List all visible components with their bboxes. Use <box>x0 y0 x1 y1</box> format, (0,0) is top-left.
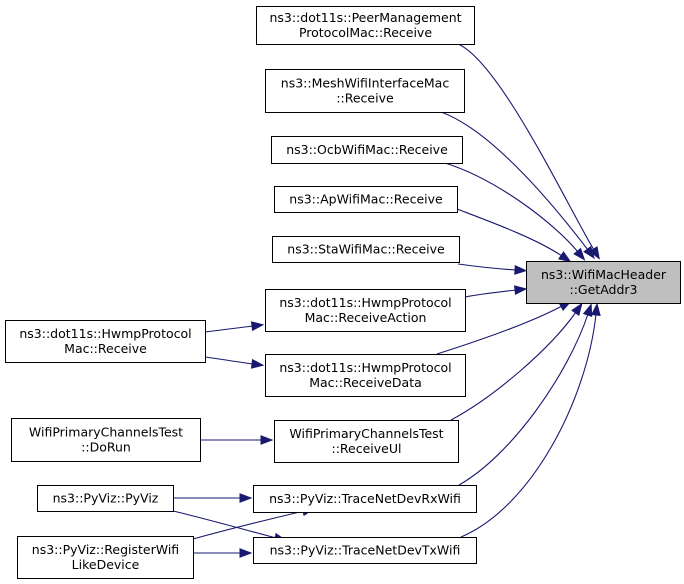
node-box <box>37 485 174 512</box>
arrowhead-hwmp-receive-to-hwmp-receive-action <box>250 321 265 332</box>
node-primary-dorun[interactable]: WifiPrimaryChannelsTest::DoRun <box>11 418 201 462</box>
edge-trace-rx-to-getaddr3 <box>458 313 589 486</box>
node-label-line: ns3::WifiMacHeader <box>541 267 667 282</box>
node-label-line: WifiPrimaryChannelsTest <box>29 425 183 440</box>
node-label-line: ns3::dot11s::HwmpProtocol <box>19 326 191 341</box>
node-label-line: ns3::MeshWifiInterfaceMac <box>281 76 450 91</box>
node-label-line: ns3::dot11s::HwmpProtocol <box>279 360 451 375</box>
node-label-line: ns3::PyViz::RegisterWifi <box>32 542 179 557</box>
node-primary-receive-ul[interactable]: WifiPrimaryChannelsTest::ReceiveUl <box>274 420 459 463</box>
node-box <box>271 136 463 164</box>
node-box <box>256 6 475 45</box>
arrowhead-hwmp-receive-to-hwmp-receive-data <box>250 358 265 369</box>
node-box <box>5 320 206 363</box>
node-label-line: LikeDevice <box>72 557 140 572</box>
node-box <box>526 261 681 304</box>
node-box <box>274 186 458 213</box>
node-box <box>265 354 466 397</box>
node-hwmp-receive-action[interactable]: ns3::dot11s::HwmpProtocolMac::ReceiveAct… <box>265 289 466 332</box>
node-hwmp-receive-data[interactable]: ns3::dot11s::HwmpProtocolMac::ReceiveDat… <box>265 354 466 397</box>
edge-mesh-wifi-receive-to-getaddr3 <box>440 111 589 251</box>
node-mesh-wifi-receive[interactable]: ns3::MeshWifiInterfaceMac::Receive <box>265 69 465 113</box>
edge-hwmp-receive-action-to-getaddr3 <box>464 289 517 298</box>
edge-sta-receive-to-getaddr3 <box>457 263 517 271</box>
edge-ap-receive-to-getaddr3 <box>456 208 563 257</box>
arrowhead-sta-receive-to-getaddr3 <box>514 264 528 275</box>
arrowhead-ocb-receive-to-getaddr3 <box>573 247 586 261</box>
node-label-line: Mac::Receive <box>64 341 147 356</box>
node-box <box>17 536 194 579</box>
edge-primary-receive-ul-to-getaddr3 <box>450 311 577 421</box>
node-ocb-receive[interactable]: ns3::OcbWifiMac::Receive <box>271 136 463 164</box>
arrowhead-mesh-wifi-receive-to-getaddr3 <box>583 245 595 260</box>
nodes-layer: ns3::WifiMacHeader::GetAddr3ns3::dot11s:… <box>5 6 681 579</box>
arrowhead-trace-tx-to-getaddr3 <box>590 302 601 317</box>
arrowhead-primary-receive-ul-to-getaddr3 <box>571 302 583 317</box>
node-label-line: ns3::OcbWifiMac::Receive <box>286 142 448 157</box>
node-sta-receive[interactable]: ns3::StaWifiMac::Receive <box>272 236 460 263</box>
node-label-line: Mac::ReceiveAction <box>305 310 427 325</box>
edge-hwmp-receive-to-hwmp-receive-data <box>204 356 254 365</box>
node-label-line: ::Receive <box>336 91 394 106</box>
node-label-line: ::DoRun <box>81 440 131 455</box>
node-peer-mgmt-receive[interactable]: ns3::dot11s::PeerManagementProtocolMac::… <box>256 6 475 45</box>
node-label-line: WifiPrimaryChannelsTest <box>289 426 443 441</box>
arrowhead-hwmp-receive-action-to-getaddr3 <box>513 285 528 296</box>
arrowhead-pyviz-to-trace-rx <box>239 493 253 503</box>
node-label-line: ProtocolMac::Receive <box>299 25 432 40</box>
edge-register-wifi-to-trace-rx <box>192 510 305 540</box>
edge-ocb-receive-to-getaddr3 <box>444 162 579 253</box>
node-label-line: ns3::PyViz::TraceNetDevTxWifi <box>270 543 461 558</box>
node-box <box>265 69 465 113</box>
edge-pyviz-to-trace-tx <box>172 510 277 539</box>
edge-trace-tx-to-getaddr3 <box>460 313 597 538</box>
node-box <box>265 289 466 332</box>
arrowhead-peer-mgmt-receive-to-getaddr3 <box>589 246 600 260</box>
node-box <box>11 418 201 462</box>
arrowhead-trace-rx-to-getaddr3 <box>582 303 593 317</box>
arrowhead-ap-receive-to-getaddr3 <box>558 251 572 263</box>
node-label-line: ns3::dot11s::HwmpProtocol <box>279 295 451 310</box>
node-label-line: ::ReceiveUl <box>332 441 402 456</box>
node-box <box>253 537 477 564</box>
node-label-line: ns3::PyViz::PyViz <box>53 491 159 506</box>
edge-hwmp-receive-to-hwmp-receive-action <box>204 325 254 333</box>
edge-peer-mgmt-receive-to-getaddr3 <box>457 43 595 251</box>
arrowhead-register-wifi-to-trace-tx <box>239 548 253 558</box>
edge-hwmp-receive-data-to-getaddr3 <box>436 305 563 355</box>
node-box <box>253 485 477 513</box>
node-getaddr3[interactable]: ns3::WifiMacHeader::GetAddr3 <box>526 261 681 304</box>
node-box <box>274 420 459 463</box>
node-label-line: ns3::PyViz::TraceNetDevRxWifi <box>269 491 461 506</box>
node-trace-rx[interactable]: ns3::PyViz::TraceNetDevRxWifi <box>253 485 477 513</box>
node-label-line: ::GetAddr3 <box>570 282 638 297</box>
node-label-line: ns3::ApWifiMac::Receive <box>289 192 443 207</box>
node-label-line: ns3::dot11s::PeerManagement <box>269 10 461 25</box>
node-label-line: Mac::ReceiveData <box>309 375 422 390</box>
arrowhead-primary-dorun-to-primary-receive-ul <box>260 435 274 445</box>
node-pyviz[interactable]: ns3::PyViz::PyViz <box>37 485 174 512</box>
node-label-line: ns3::StaWifiMac::Receive <box>287 242 445 257</box>
node-ap-receive[interactable]: ns3::ApWifiMac::Receive <box>274 186 458 213</box>
node-box <box>272 236 460 263</box>
node-trace-tx[interactable]: ns3::PyViz::TraceNetDevTxWifi <box>253 537 477 564</box>
